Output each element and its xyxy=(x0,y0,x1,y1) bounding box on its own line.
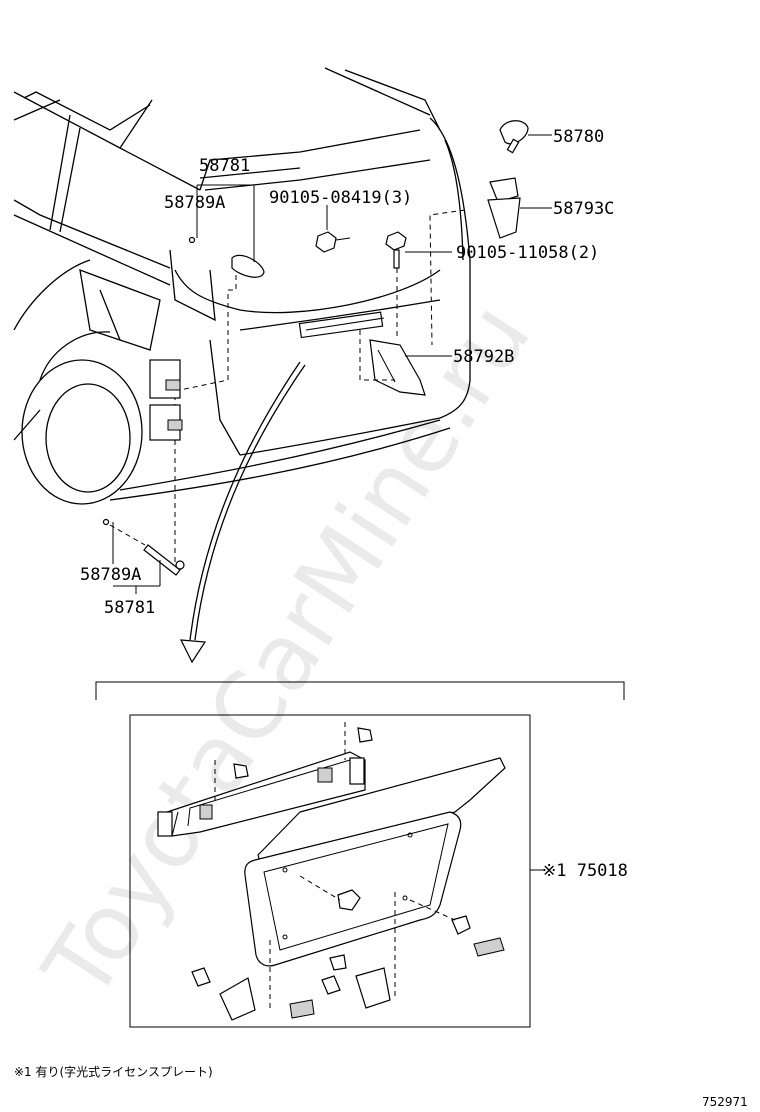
label-58793c: 58793C xyxy=(553,199,614,219)
diagram-id: 752971 xyxy=(702,1095,748,1109)
detail-frame xyxy=(129,714,531,1028)
footnote: ※1 有り(字光式ライセンスプレート) xyxy=(14,1064,213,1079)
label-58780: 58780 xyxy=(553,127,604,147)
label-90105-08419: 90105-08419(3) xyxy=(269,188,412,208)
license-lamp-assembly xyxy=(157,722,373,837)
label-58781-top: 58781 xyxy=(199,156,250,176)
label-58789a-bottom: 58789A xyxy=(80,565,141,585)
label-90105-11058: 90105-11058(2) xyxy=(456,243,599,263)
bolt-90105-08419 xyxy=(315,231,351,253)
part-58781-bottom xyxy=(102,518,185,576)
part-58781-top xyxy=(188,236,265,278)
label-58781-bottom: 58781 xyxy=(104,598,155,618)
label-75018: ※1 75018 xyxy=(542,861,628,881)
bolt-90105-11058 xyxy=(385,231,407,269)
part-58792b xyxy=(359,268,426,396)
part-58793c xyxy=(429,177,521,346)
label-58792b: 58792B xyxy=(453,347,514,367)
vehicle-rear-body xyxy=(13,67,471,505)
license-plate-frame xyxy=(191,757,506,1021)
part-58780 xyxy=(499,120,529,154)
label-58789a-top: 58789A xyxy=(164,193,225,213)
